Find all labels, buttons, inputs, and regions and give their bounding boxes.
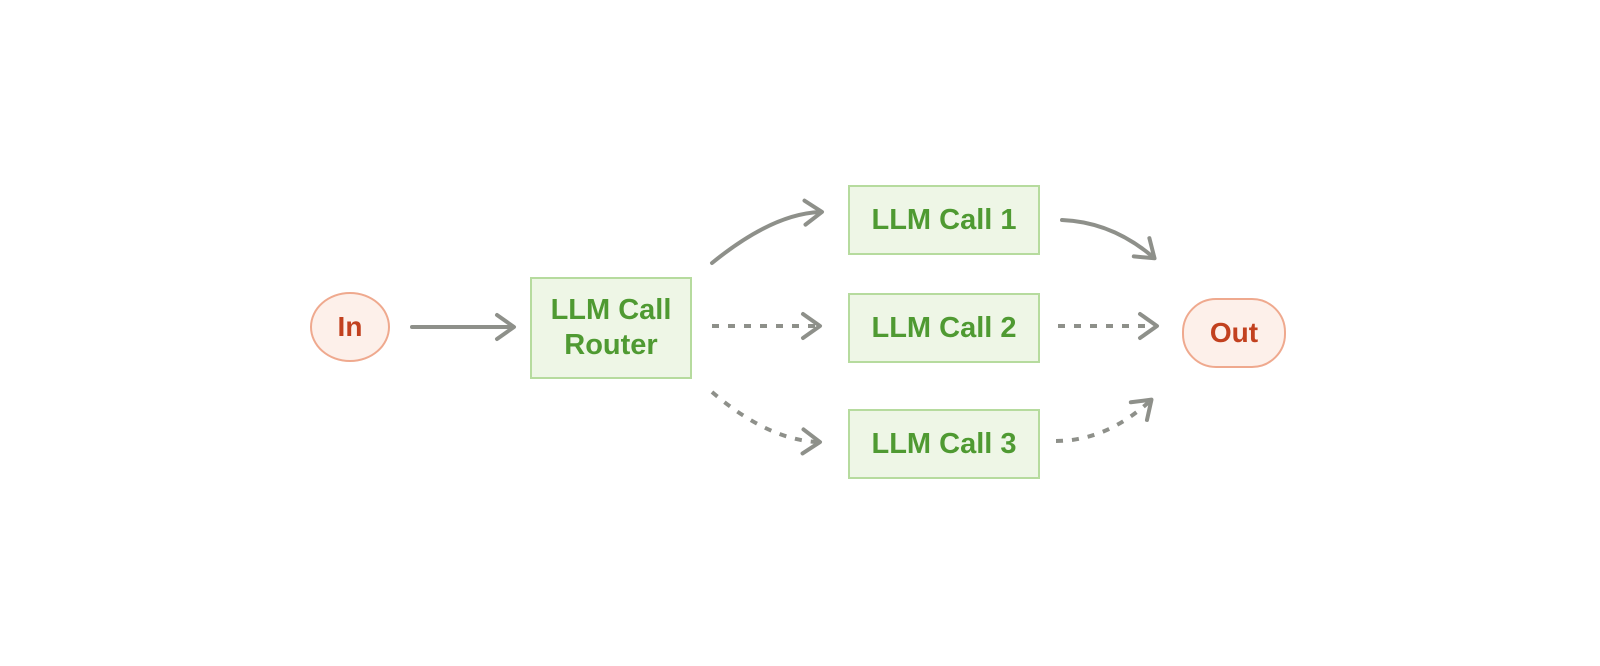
node-llm-call-router: LLM Call Router <box>530 277 692 379</box>
node-llm-call-3-label: LLM Call 3 <box>871 427 1017 460</box>
node-llm-call-1-label: LLM Call 1 <box>871 203 1017 236</box>
node-llm-call-2-label: LLM Call 2 <box>871 311 1017 344</box>
node-in: In <box>310 292 390 362</box>
node-in-label: In <box>337 311 363 342</box>
node-llm-call-1: LLM Call 1 <box>848 185 1040 255</box>
edge-router-to-call3 <box>710 390 822 456</box>
node-llm-call-3: LLM Call 3 <box>848 409 1040 479</box>
edge-call3-to-out <box>1055 397 1154 443</box>
node-out: Out <box>1182 298 1286 368</box>
edge-router-to-call1 <box>710 198 824 265</box>
edge-call1-to-out <box>1060 218 1157 261</box>
node-llm-call-2: LLM Call 2 <box>848 293 1040 363</box>
node-llm-call-router-label: LLM Call Router <box>550 294 672 361</box>
node-out-label: Out <box>1209 317 1259 348</box>
